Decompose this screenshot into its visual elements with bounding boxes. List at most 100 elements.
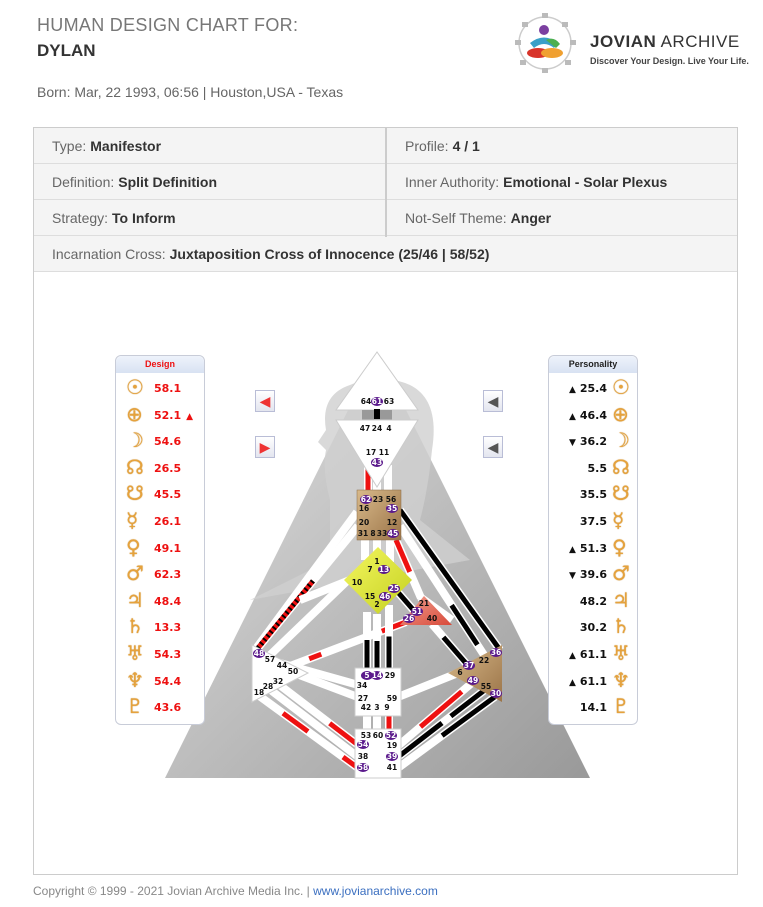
gate-highlight xyxy=(360,495,372,504)
direction-mark: ▼ xyxy=(568,438,576,449)
gate-line: 62.3 xyxy=(154,568,182,582)
gate-1: 1 xyxy=(374,557,379,566)
solar-plexus-center xyxy=(448,645,502,702)
planet-value: 52.1▲ xyxy=(154,403,193,429)
uranus-icon: ♅ xyxy=(126,641,144,665)
gate-4: 4 xyxy=(386,424,391,433)
channel-segment xyxy=(391,669,460,703)
gate-line: 35.5 xyxy=(579,488,607,502)
channel-segment xyxy=(449,603,480,647)
info-row-cross: Incarnation Cross:Juxtaposition Cross of… xyxy=(34,236,737,272)
gate-2: 2 xyxy=(374,600,379,609)
gate-19: 19 xyxy=(387,741,397,750)
definition-label: Definition: xyxy=(52,174,115,190)
gate-53: 53 xyxy=(361,731,371,740)
footer: Copyright © 1999 - 2021 Jovian Archive M… xyxy=(33,884,438,898)
design-panel-title: Design xyxy=(116,356,204,373)
sun-icon: ☉ xyxy=(612,375,630,399)
gate-38: 38 xyxy=(358,752,368,761)
gate-line: 26.5 xyxy=(154,461,182,475)
cross-label: Incarnation Cross: xyxy=(52,246,166,262)
gate-line: 48.2 xyxy=(579,594,607,608)
channel-segment xyxy=(396,721,444,759)
design-arrow-right-button[interactable]: ▶ xyxy=(255,436,275,458)
personality-arrow-left-button[interactable]: ◀ xyxy=(483,390,503,412)
direction-mark: ▼ xyxy=(568,571,576,582)
notself-label: Not-Self Theme: xyxy=(405,210,507,226)
channel-segment xyxy=(265,684,361,761)
gate-line: 37.5 xyxy=(579,515,607,528)
planet-value: ▲51.3 xyxy=(569,536,607,562)
ajna-center xyxy=(335,419,419,488)
brand-tagline: Discover Your Design. Live Your Life. xyxy=(590,56,749,66)
birth-info: Born: Mar, 22 1993, 06:56 | Houston,USA … xyxy=(37,84,344,100)
gate-highlight xyxy=(386,504,398,513)
gate-30: 30 xyxy=(491,689,501,698)
gate-58: 58 xyxy=(358,763,368,772)
website-link[interactable]: www.jovianarchive.com xyxy=(313,884,438,898)
channel-segment xyxy=(308,651,323,662)
mercury-icon: ☿ xyxy=(126,508,139,532)
direction-mark: ▲ xyxy=(568,385,576,395)
channel-segment xyxy=(292,669,365,703)
definition-value: Split Definition xyxy=(118,174,218,190)
gate-line: 54.4 xyxy=(154,674,182,688)
gate-42: 42 xyxy=(361,703,371,712)
gate-49: 49 xyxy=(468,676,478,685)
gate-56: 56 xyxy=(386,495,396,504)
gate-51: 51 xyxy=(412,607,422,616)
gate-20: 20 xyxy=(359,518,369,527)
gate-highlight xyxy=(411,607,423,616)
gate-24: 24 xyxy=(372,424,382,433)
channel-segment xyxy=(281,711,310,734)
gate-41: 41 xyxy=(387,763,397,772)
gate-highlight xyxy=(490,689,502,698)
gate-8: 8 xyxy=(370,529,375,538)
moon-icon: ☽ xyxy=(126,428,144,453)
person-name: DYLAN xyxy=(37,41,96,60)
gate-line: 52.1 xyxy=(154,408,182,422)
jovian-archive-logo xyxy=(515,13,576,73)
neptune-icon: ♆ xyxy=(126,667,144,692)
sun-icon: ☉ xyxy=(126,375,144,399)
chart-heading: HUMAN DESIGN CHART FOR: xyxy=(37,15,299,35)
channel-segment xyxy=(265,579,349,660)
channel-segment xyxy=(397,508,503,652)
planet-value: ▲61.1 xyxy=(569,642,607,668)
gate-25: 25 xyxy=(389,584,399,593)
gate-line: 25.4 xyxy=(579,382,607,395)
gate-line: 45.5 xyxy=(154,488,182,502)
gate-11: 11 xyxy=(379,448,389,457)
planet-value: 37.5 xyxy=(576,509,607,535)
gate-line: 5.5 xyxy=(587,461,608,475)
strategy-label: Strategy: xyxy=(52,210,109,226)
personality-arrow-left-button-2[interactable]: ◀ xyxy=(483,436,503,458)
gate-63: 63 xyxy=(384,397,394,406)
gate-highlight xyxy=(387,529,399,538)
moon-icon: ☽ xyxy=(612,428,630,453)
planet-value: 54.4 xyxy=(154,669,186,695)
direction-mark: ▲ xyxy=(568,651,576,661)
gate-35: 35 xyxy=(387,504,397,513)
gate-line: 58.1 xyxy=(154,382,182,395)
gate-37: 37 xyxy=(464,661,474,670)
gate-line: 13.3 xyxy=(154,621,182,635)
channel-segment xyxy=(298,576,352,604)
gate-line: 43.6 xyxy=(154,701,182,715)
gate-line: 36.2 xyxy=(579,435,607,449)
gate-44: 44 xyxy=(277,661,287,670)
gate-48: 48 xyxy=(254,649,264,658)
notself-value: Anger xyxy=(510,210,552,226)
gate-line: 49.1 xyxy=(154,541,182,555)
spleen-center xyxy=(251,644,310,703)
gate-10: 10 xyxy=(352,578,362,587)
type-label: Type: xyxy=(52,138,87,154)
gate-27: 27 xyxy=(358,694,368,703)
gate-50: 50 xyxy=(288,667,298,676)
direction-mark: ▲ xyxy=(568,544,576,555)
design-arrow-left-button[interactable]: ◀ xyxy=(255,390,275,412)
south-node-icon: ☋ xyxy=(612,481,630,506)
gate-line: 61.1 xyxy=(579,674,607,688)
pluto-icon: ♇ xyxy=(612,694,630,719)
